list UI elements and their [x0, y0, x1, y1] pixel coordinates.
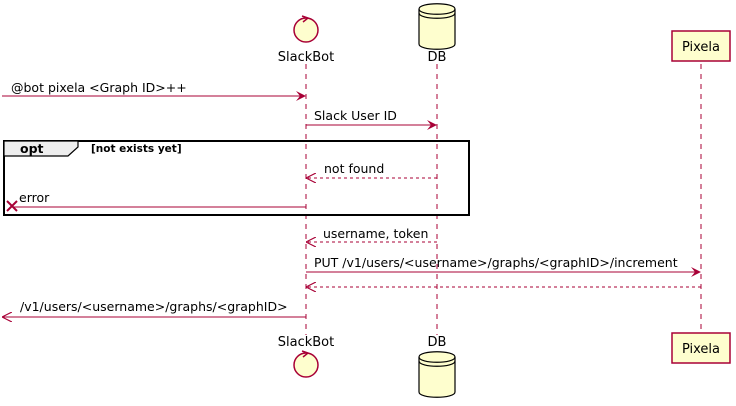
participant-box [671, 30, 731, 62]
fragment-keyword: opt [20, 141, 44, 156]
participant-name: SlackBot [278, 335, 334, 350]
participant-name: Pixela [682, 342, 720, 357]
message-label: error [19, 190, 50, 205]
database-rim [418, 356, 456, 367]
participant-pixela-bottom: Pixela [671, 332, 731, 364]
opt-fragment: opt [not exists yet] [3, 140, 470, 216]
message-5: username, token [307, 226, 437, 242]
cross-icon [6, 200, 18, 212]
message-6: PUT /v1/users/<username>/graphs/<graphID… [306, 255, 701, 277]
database-icon [418, 351, 456, 398]
control-icon [293, 352, 319, 378]
participant-pixela-top: Pixela [671, 30, 731, 62]
fragment-frame [3, 140, 470, 216]
participant-db-bottom: DB [418, 335, 456, 398]
message-4: error [6, 190, 306, 212]
participant-name: DB [428, 335, 447, 350]
participant-name: SlackBot [278, 50, 334, 65]
participant-db-top: DB [418, 3, 456, 65]
database-rim [418, 8, 456, 19]
control-arrow-icon [301, 15, 310, 23]
fragment-tab [3, 140, 79, 157]
participant-slackbot-top: SlackBot [278, 15, 334, 65]
participant-name: Pixela [682, 40, 720, 55]
message-label: /v1/users/<username>/graphs/<graphID> [20, 299, 288, 314]
message-label: username, token [323, 226, 428, 241]
message-label: not found [324, 161, 384, 176]
message-1: @bot pixela <Graph ID>++ [2, 80, 306, 101]
fragment-condition: [not exists yet] [91, 143, 182, 155]
database-icon [418, 3, 456, 50]
message-2: Slack User ID [306, 108, 437, 130]
message-label: PUT /v1/users/<username>/graphs/<graphID… [314, 255, 678, 270]
message-8: /v1/users/<username>/graphs/<graphID> [3, 299, 306, 317]
control-arrow-icon [301, 350, 310, 358]
participant-name: DB [428, 50, 447, 65]
message-3: not found [307, 161, 437, 178]
control-icon [293, 17, 319, 43]
participant-slackbot-bottom: SlackBot [278, 335, 334, 378]
message-label: @bot pixela <Graph ID>++ [11, 80, 187, 95]
participant-box [671, 332, 731, 364]
message-label: Slack User ID [314, 108, 397, 123]
